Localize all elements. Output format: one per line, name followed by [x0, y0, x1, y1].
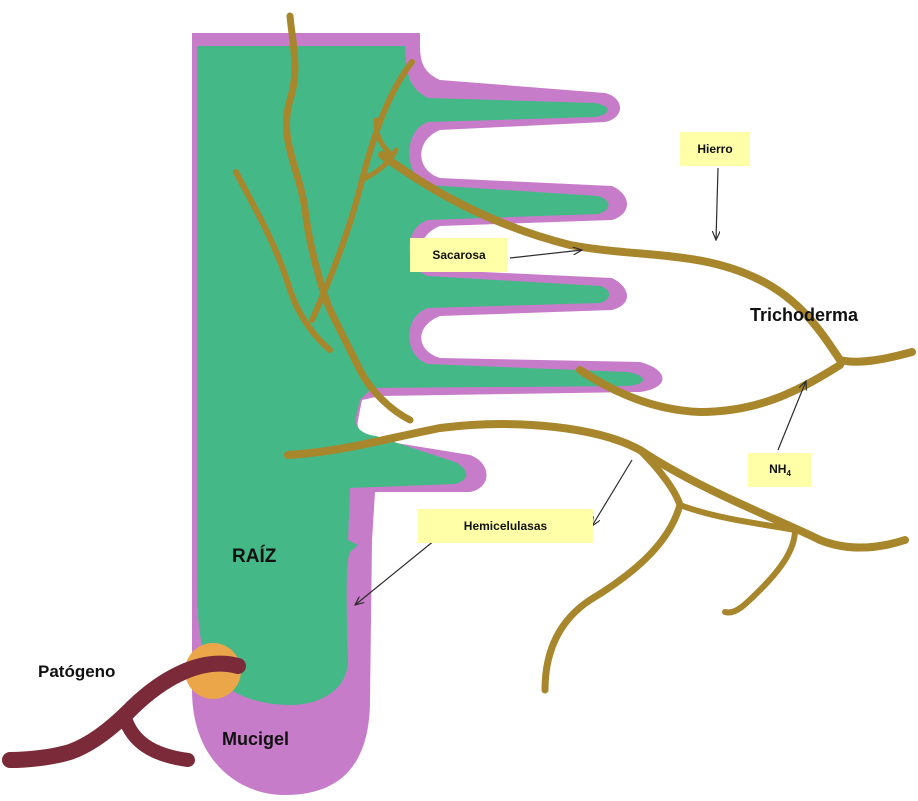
sacarosa-arrow [510, 250, 582, 258]
hierro-label-box: Hierro [680, 132, 750, 166]
sacarosa-label: Sacarosa [432, 248, 485, 262]
pathogen-branch [125, 718, 188, 760]
mucigel-label: Mucigel [222, 729, 289, 750]
patogeno-label: Patógeno [38, 662, 115, 682]
hierro-arrow [716, 168, 718, 240]
hierro-label: Hierro [697, 142, 732, 156]
hemicelulasas-arrow-right [592, 460, 632, 526]
raiz-label: RAÍZ [232, 546, 276, 568]
hemicelulasas-label-box: Hemicelulasas [418, 509, 593, 543]
sacarosa-label-box: Sacarosa [410, 238, 508, 272]
trichoderma-label: Trichoderma [750, 305, 858, 326]
nh4-label: NH4 [769, 462, 791, 478]
hemicelulasas-label: Hemicelulasas [464, 519, 547, 533]
nh4-label-box: NH4 [748, 453, 812, 487]
